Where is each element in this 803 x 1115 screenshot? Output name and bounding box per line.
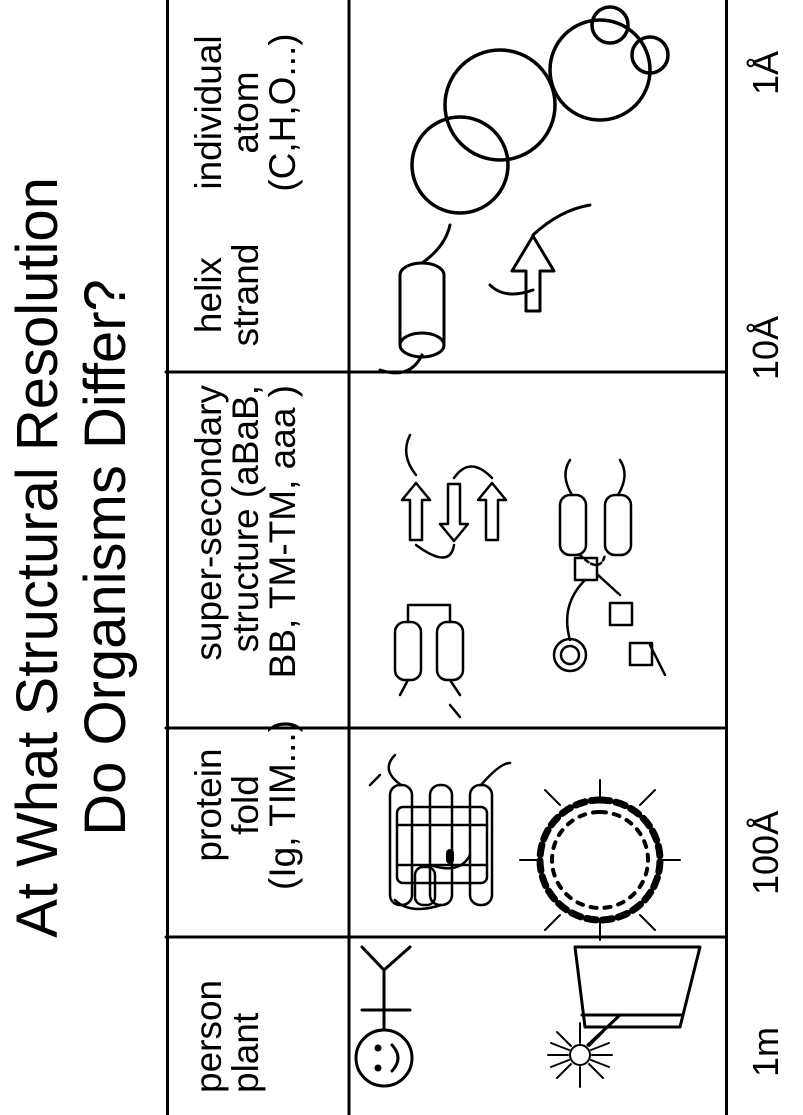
smiley-person-icon [354, 945, 414, 1088]
arrow-strand-icon [488, 203, 592, 313]
atom-spheres-icon [410, 5, 670, 215]
cylinder-helix-icon [378, 223, 452, 375]
helix-hairpin-icon [393, 603, 465, 719]
cube-chain-icon [552, 556, 667, 677]
helix-bundle-fold-icon [368, 753, 512, 911]
beta-barrel-fold-icon [519, 779, 681, 941]
tm-helix-pair-icon [558, 458, 633, 567]
beta-meander-icon [400, 433, 508, 559]
flower-pot-icon [547, 945, 702, 1088]
